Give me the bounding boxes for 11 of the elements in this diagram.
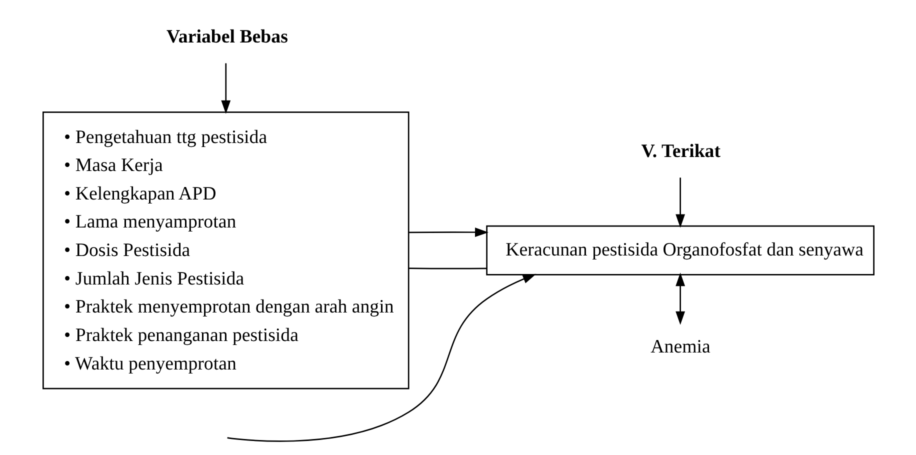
- arrow: [408, 227, 488, 236]
- node-text: Variabel Bebas: [166, 26, 288, 47]
- node-box: • Pengetahuan ttg pestisida • Masa Kerja • Kelengkapan APD • Lama menyamprotan • Dosis Pestisida • Jumlah Jenis Pestisida • Praktek menyemprotan dengan arah angin • Praktek penanganan pestisida • Waktu penyemprotan: [42, 110, 409, 389]
- arrow: [675, 272, 685, 324]
- node-box: Keracunan pestisida Organofosfat dan senyawa: [486, 224, 874, 275]
- arrow: [675, 177, 685, 228]
- connector: [408, 267, 486, 269]
- node-text: V. Terikat: [640, 140, 720, 162]
- arrow: [220, 62, 230, 114]
- node-text: Anemia: [650, 336, 710, 357]
- arrow: [226, 273, 536, 442]
